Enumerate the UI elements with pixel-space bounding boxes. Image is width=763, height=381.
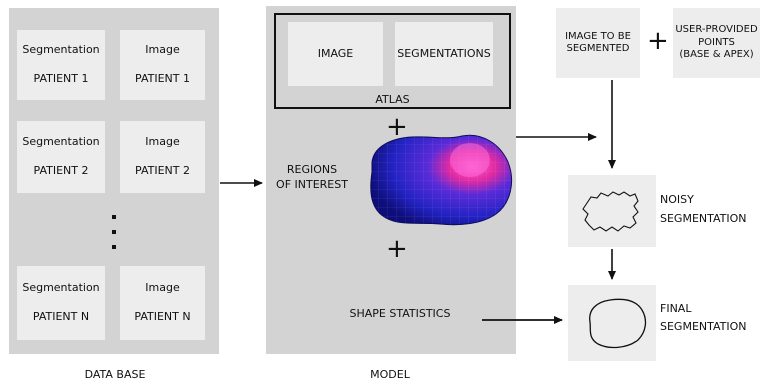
patient-2-image-card: Image PATIENT 2 [120,121,205,193]
model-caption: MODEL [370,368,410,381]
final-label-line2: SEGMENTATION [660,320,747,333]
card-patient: PATIENT 1 [33,72,89,85]
roi-label-line1: REGIONS [286,163,338,176]
database-caption: DATA BASE [84,368,146,381]
patient-1-image-card: Image PATIENT 1 [120,30,205,100]
card-patient: PATIENT 1 [135,72,190,85]
noisy-segmentation-card [568,175,656,247]
final-segmentation-card [568,285,656,361]
atlas-segmentations-label: SEGMENTATIONS [397,46,491,60]
card-text-line: (BASE & APEX) [679,49,754,61]
atlas-box [274,13,511,109]
patient-n-image-card: Image PATIENT N [120,266,205,340]
ellipsis-dot [112,230,116,234]
organ-shape [370,134,512,226]
noisy-label-line1: NOISY [660,193,694,206]
card-label: Segmentation [22,135,100,149]
card-text-line: USER-PROVIDED [675,24,758,36]
user-provided-points-card: USER-PROVIDED POINTS (BASE & APEX) [673,8,760,78]
plus-sign: + [386,234,408,264]
plus-sign: + [647,26,669,56]
shape-statistics-label: SHAPE STATISTICS [349,307,451,320]
card-label: Image [145,135,180,149]
card-patient: PATIENT N [32,310,90,323]
patient-2-segmentation-card: Segmentation PATIENT 2 [17,121,105,193]
card-text-line: SEGMENTED [566,43,630,54]
atlas-segmentations-card: SEGMENTATIONS [395,22,493,86]
patient-n-segmentation-card: Segmentation PATIENT N [17,266,105,340]
final-contour [589,298,647,349]
atlas-image-card: IMAGE [288,22,383,86]
roi-label-line2: OF INTEREST [276,178,348,191]
atlas-image-label: IMAGE [317,46,354,60]
card-patient: PATIENT N [134,310,191,323]
ellipsis-dot [112,215,116,219]
plus-sign: + [386,112,408,142]
card-label: Image [145,281,180,295]
image-to-be-segmented-card: IMAGE TO BE SEGMENTED [556,8,640,78]
final-label-line1: FINAL [660,302,692,315]
patient-1-segmentation-card: Segmentation PATIENT 1 [17,30,105,100]
card-patient: PATIENT 2 [33,164,89,177]
ellipsis-dot [112,245,116,249]
card-text-line: POINTS [698,36,735,48]
card-patient: PATIENT 2 [135,164,190,177]
card-label: Segmentation [22,281,100,295]
noisy-label-line2: SEGMENTATION [660,212,747,225]
noisy-contour [582,191,639,232]
card-label: Segmentation [22,43,100,57]
atlas-label: ATLAS [375,93,410,106]
card-label: Image [145,43,180,57]
card-text-line: IMAGE TO BE [565,30,631,42]
